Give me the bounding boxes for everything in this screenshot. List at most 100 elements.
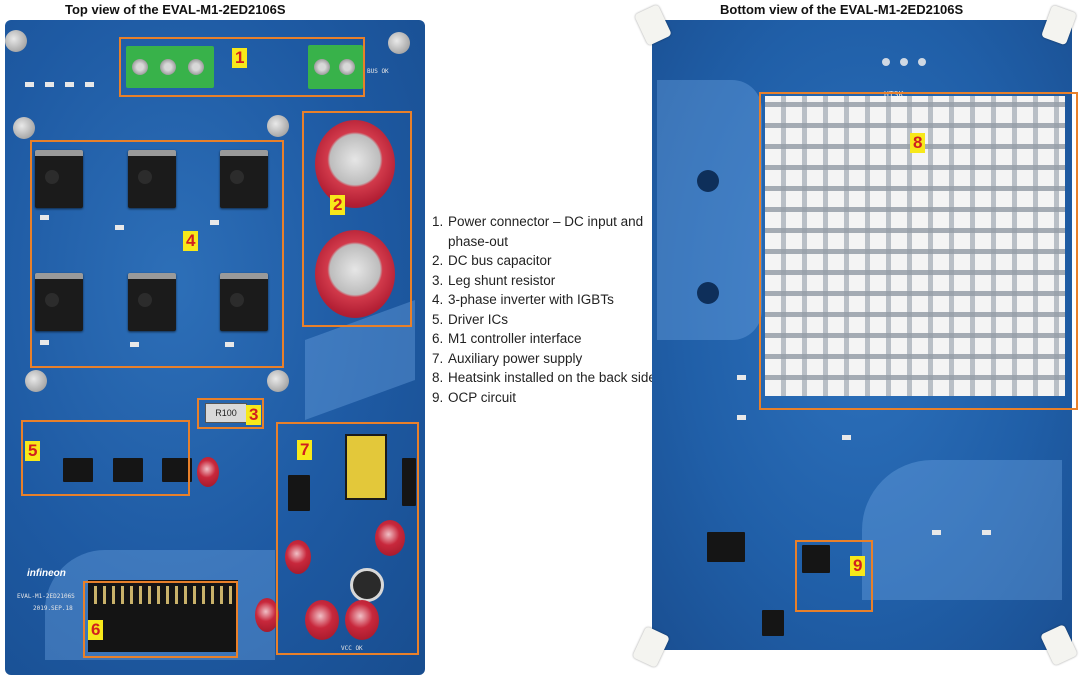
callout-label-9: 9 bbox=[850, 556, 866, 576]
legend-item-number: 4. bbox=[432, 292, 444, 307]
igbt bbox=[35, 150, 83, 208]
via bbox=[882, 58, 890, 66]
callout-box-controller-interface bbox=[83, 581, 238, 658]
terminal-screw bbox=[314, 59, 330, 75]
electrolytic-capacitor bbox=[285, 540, 311, 574]
callout-box-heatsink bbox=[759, 92, 1078, 410]
igbt bbox=[35, 273, 83, 331]
smd-ic bbox=[707, 532, 745, 562]
legend-item-number: 2. bbox=[432, 253, 444, 268]
callout-box-ocp-circuit bbox=[795, 540, 873, 612]
smd-resistor bbox=[115, 225, 124, 230]
heatsink bbox=[765, 96, 1065, 396]
infineon-logo: infineon bbox=[27, 568, 66, 579]
board-name-silkscreen: EVAL-M1-2ED2106S bbox=[17, 593, 75, 600]
driver-ic bbox=[162, 458, 192, 482]
mounting-hole bbox=[697, 282, 719, 304]
driver-ic bbox=[113, 458, 143, 482]
legend-item: 1. Power connector – DC input and phase-o… bbox=[432, 212, 657, 251]
mounting-screw bbox=[25, 370, 47, 392]
callout-label-4: 4 bbox=[183, 231, 199, 251]
callout-label-6: 6 bbox=[88, 620, 104, 640]
legend-item-number: 8. bbox=[432, 370, 444, 385]
top-view-board: BUS OK R100 VCC OK infineon EVAL-M1-2ED2… bbox=[5, 20, 425, 675]
smd-resistor bbox=[40, 340, 49, 345]
legend-item-text: Leg shunt resistor bbox=[448, 272, 556, 288]
legend-item-number: 9. bbox=[432, 389, 444, 405]
mounting-screw bbox=[388, 32, 410, 54]
legend-item-number: 1. bbox=[432, 214, 444, 229]
copper-trace bbox=[862, 460, 1062, 600]
callout-box-power-connector bbox=[119, 37, 365, 97]
via bbox=[918, 58, 926, 66]
diode bbox=[402, 458, 416, 506]
igbt bbox=[128, 273, 176, 331]
legend-list: 1. Power connector – DC input and phase-o… bbox=[432, 212, 657, 407]
legend-item-text: OCP circuit bbox=[448, 389, 517, 405]
ocp-comparator-ic bbox=[802, 545, 830, 573]
terminal-screw bbox=[132, 59, 148, 75]
smd-resistor bbox=[737, 415, 746, 420]
igbt bbox=[220, 273, 268, 331]
legend-item: 5.Driver ICs bbox=[432, 310, 657, 330]
smd-resistor bbox=[45, 82, 54, 87]
legend-item-text: M1 controller interface bbox=[448, 331, 582, 346]
dc-bus-capacitor bbox=[315, 120, 395, 208]
legend-item: 3.Leg shunt resistor bbox=[432, 271, 657, 291]
legend-item: 2. DC bus capacitor bbox=[432, 251, 657, 271]
bus-ok-label: BUS OK bbox=[367, 68, 389, 75]
top-view-title: Top view of the EVAL-M1-2ED2106S bbox=[65, 2, 286, 17]
electrolytic-capacitor bbox=[255, 598, 279, 632]
mounting-hole bbox=[697, 170, 719, 192]
mounting-screw bbox=[267, 370, 289, 392]
igbt bbox=[128, 150, 176, 208]
smd-ic bbox=[762, 610, 784, 636]
electrolytic-capacitor bbox=[375, 520, 405, 556]
igbt bbox=[220, 150, 268, 208]
legend-item-text: Power connector – DC input and phase-out bbox=[448, 214, 644, 249]
phase-out-connector bbox=[126, 46, 214, 88]
electrolytic-capacitor bbox=[197, 457, 219, 487]
smd-resistor bbox=[85, 82, 94, 87]
smd-resistor bbox=[842, 435, 851, 440]
smd-resistor bbox=[65, 82, 74, 87]
legend-item: 6.M1 controller interface bbox=[432, 329, 657, 349]
legend-item: 9.OCP circuit bbox=[432, 388, 657, 408]
callout-box-driver-ics bbox=[21, 420, 190, 496]
callout-label-8: 8 bbox=[910, 133, 926, 153]
callout-label-5: 5 bbox=[25, 441, 41, 461]
electrolytic-capacitor bbox=[305, 600, 339, 640]
smd-resistor bbox=[225, 342, 234, 347]
smd-resistor bbox=[40, 215, 49, 220]
legend-item-text: Heatsink installed on the back side bbox=[448, 370, 656, 385]
mounting-screw bbox=[13, 117, 35, 139]
driver-ic bbox=[63, 458, 93, 482]
callout-label-2: 2 bbox=[330, 195, 346, 215]
legend-item-text: DC bus capacitor bbox=[448, 253, 552, 268]
callout-box-aux-power bbox=[276, 422, 419, 655]
legend-item-number: 5. bbox=[432, 311, 444, 327]
smd-resistor bbox=[932, 530, 941, 535]
callout-label-3: 3 bbox=[246, 405, 262, 425]
callout-box-dc-bus-capacitor bbox=[302, 111, 412, 327]
callout-box-inverter bbox=[30, 140, 284, 368]
bottom-view-title: Bottom view of the EVAL-M1-2ED2106S bbox=[720, 2, 964, 17]
dc-input-connector bbox=[308, 45, 363, 89]
date-silkscreen: 2019.SEP.18 bbox=[33, 605, 73, 612]
vcc-ok-label: VCC OK bbox=[341, 645, 363, 652]
legend-item-number: 3. bbox=[432, 272, 444, 288]
callout-label-1: 1 bbox=[232, 48, 248, 68]
m1-controller-header bbox=[88, 580, 238, 652]
via bbox=[900, 58, 908, 66]
legend-item-number: 7. bbox=[432, 350, 444, 366]
smd-resistor bbox=[130, 342, 139, 347]
smd-resistor bbox=[737, 375, 746, 380]
heatsink-silkscreen: HTSK bbox=[884, 90, 904, 99]
terminal-screw bbox=[160, 59, 176, 75]
smd-resistor bbox=[25, 82, 34, 87]
legend-item: 7.Auxiliary power supply bbox=[432, 349, 657, 369]
smd-resistor bbox=[210, 220, 219, 225]
callout-label-7: 7 bbox=[297, 440, 313, 460]
legend-item: 8. Heatsink installed on the back side bbox=[432, 368, 657, 388]
legend-item-text: 3-phase inverter with IGBTs bbox=[448, 292, 614, 307]
